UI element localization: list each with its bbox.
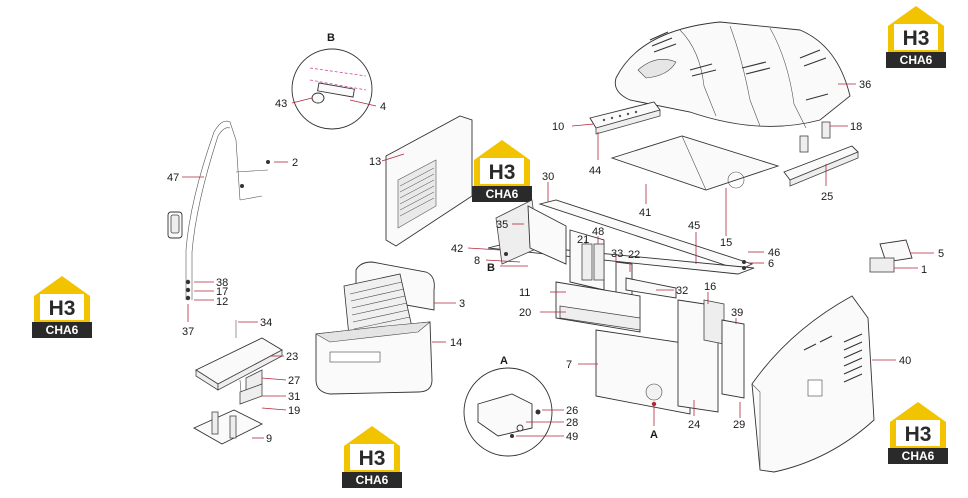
callout-6: 6 [768,258,774,270]
logo-sub-text: CHA6 [902,449,935,463]
callout-29: 29 [733,419,745,431]
roof-cover-36: 36 [614,21,871,129]
callout-31: 31 [288,391,300,403]
callout-4: 4 [380,101,386,113]
logo-main-text: H3 [905,423,932,446]
callout-27: 27 [288,375,300,387]
callout-30: 30 [542,171,554,183]
brand-logo-top-right: H3 CHA6 [886,6,946,68]
callout-12: 12 [216,296,228,308]
callout-49: 49 [566,431,578,443]
callout-13: 13 [369,156,381,168]
callout-47: 47 [167,172,179,184]
callout-3: 3 [459,298,465,310]
callout-11: 11 [519,287,530,299]
callout-40: 40 [899,355,911,367]
battery-box: 3 14 [315,261,465,395]
callout-22: 22 [628,249,640,261]
logo-main-text: H3 [903,27,930,50]
brand-logo-center: H3 CHA6 [472,140,532,202]
side-panel-13: 13 [369,115,473,247]
callout-1: 1 [921,264,927,276]
callout-33: 33 [611,248,623,260]
tool-tray-assembly: 34 23 27 31 19 9 [193,317,300,445]
callout-35: 35 [496,219,508,231]
callout-37: 37 [182,326,194,338]
logo-main-text: H3 [49,297,76,320]
logo-sub-text: CHA6 [46,323,79,337]
callout-48: 48 [592,226,604,238]
callout-23: 23 [286,351,298,363]
logo-sub-text: CHA6 [356,473,389,487]
callout-7: 7 [566,359,572,371]
callout-19: 19 [288,405,300,417]
callout-45: 45 [688,220,700,232]
detail-b-label: B [327,32,335,44]
callout-5: 5 [938,248,944,260]
callout-26: 26 [566,405,578,417]
callout-20: 20 [519,307,531,319]
step-plates: 10 44 41 15 18 25 [552,101,862,249]
callout-42: 42 [451,243,463,255]
callout-39: 39 [731,307,743,319]
mirror-arm-assembly: 47 2 38 17 12 37 [167,120,298,338]
callout-25: 25 [821,191,833,203]
callout-16: 16 [704,281,716,293]
detail-a: A 26 28 49 [463,355,578,457]
callout-34: 34 [260,317,272,329]
callout-15: 15 [720,237,732,249]
callout-32: 32 [676,285,688,297]
callout-44: 44 [589,165,601,177]
callout-41: 41 [639,207,651,219]
callout-46: 46 [768,247,780,259]
center-brackets: 21 48 33 22 32 11 20 [519,226,688,333]
brand-logo-bottom-right: H3 CHA6 [888,402,948,464]
callout-8: 8 [474,255,480,267]
logo-main-text: H3 [489,161,516,184]
brand-logo-left: H3 CHA6 [32,276,92,338]
detail-a-marker: A [650,429,658,441]
callout-43: 43 [275,98,287,110]
callout-24: 24 [688,419,700,431]
callout-9: 9 [266,433,272,445]
logo-sub-text: CHA6 [900,53,933,67]
callout-10: 10 [552,121,564,133]
rear-panels: 16 7 24 39 29 A [566,281,745,441]
callout-2: 2 [292,157,298,169]
detail-b: B 43 4 [275,32,386,130]
callout-14: 14 [450,337,462,349]
callout-17: 17 [216,286,228,298]
callout-18: 18 [850,121,862,133]
callout-28: 28 [566,417,578,429]
detail-b-marker: B [487,262,495,274]
brand-logo-bottom-center: H3 CHA6 [342,426,402,488]
callout-36: 36 [859,79,871,91]
detail-a-label: A [500,355,508,367]
logo-sub-text: CHA6 [486,187,519,201]
callout-38: 38 [216,277,228,289]
callout-21: 21 [577,234,589,246]
side-cover-40: 40 [751,295,911,473]
logo-main-text: H3 [359,447,386,470]
small-bracket: 5 1 [869,239,944,276]
